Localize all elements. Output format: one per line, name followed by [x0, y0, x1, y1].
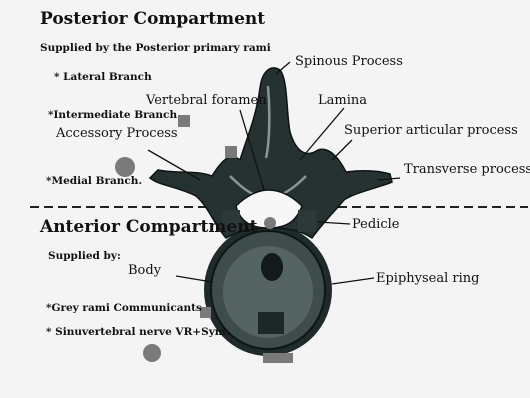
- label-transverse-process: Transverse process: [404, 163, 530, 176]
- label-lamina: Lamina: [318, 94, 367, 107]
- marker-square-4: [263, 353, 293, 363]
- pedicle-right-shape: [298, 210, 316, 232]
- medial-branch-text: *Medial Branch.: [46, 176, 142, 187]
- marker-circle-3: [143, 344, 161, 362]
- label-vertebral-foramen: Vertebral foramen: [146, 94, 267, 107]
- intermediate-branch-text: *Intermediate Branch: [48, 110, 177, 121]
- grey-rami-text: *Grey rami Communicants: [46, 303, 202, 314]
- leader-epiphyseal: [332, 278, 374, 284]
- posterior-supply-text: Supplied by the Posterior primary rami: [40, 43, 271, 54]
- leader-spinous: [276, 62, 290, 74]
- marker-square-1: [178, 115, 190, 127]
- label-superior-articular-process: Superior articular process: [344, 124, 518, 137]
- label-spinous-process: Spinous Process: [295, 55, 403, 68]
- body-dark-spot: [261, 253, 283, 281]
- lateral-branch-text: * Lateral Branch: [54, 72, 152, 83]
- leader-sup-articular: [332, 140, 352, 160]
- marker-circle-2: [264, 217, 276, 229]
- marker-circle-1: [115, 157, 135, 177]
- label-body: Body: [128, 264, 161, 277]
- sinuvertebral-text: * Sinuvertebral nerve VR+Sym.: [46, 327, 230, 338]
- label-accessory-process: Accessory Process: [56, 127, 178, 140]
- body-dark-patch: [258, 312, 284, 334]
- anterior-supply-text: Supplied by:: [48, 251, 121, 262]
- label-epiphyseal-ring: Epiphyseal ring: [376, 272, 479, 285]
- marker-square-2: [225, 146, 237, 158]
- label-pedicle: Pedicle: [352, 218, 399, 231]
- posterior-compartment-title: Posterior Compartment: [40, 11, 265, 28]
- anterior-compartment-title: Anterior Compartment: [40, 219, 257, 236]
